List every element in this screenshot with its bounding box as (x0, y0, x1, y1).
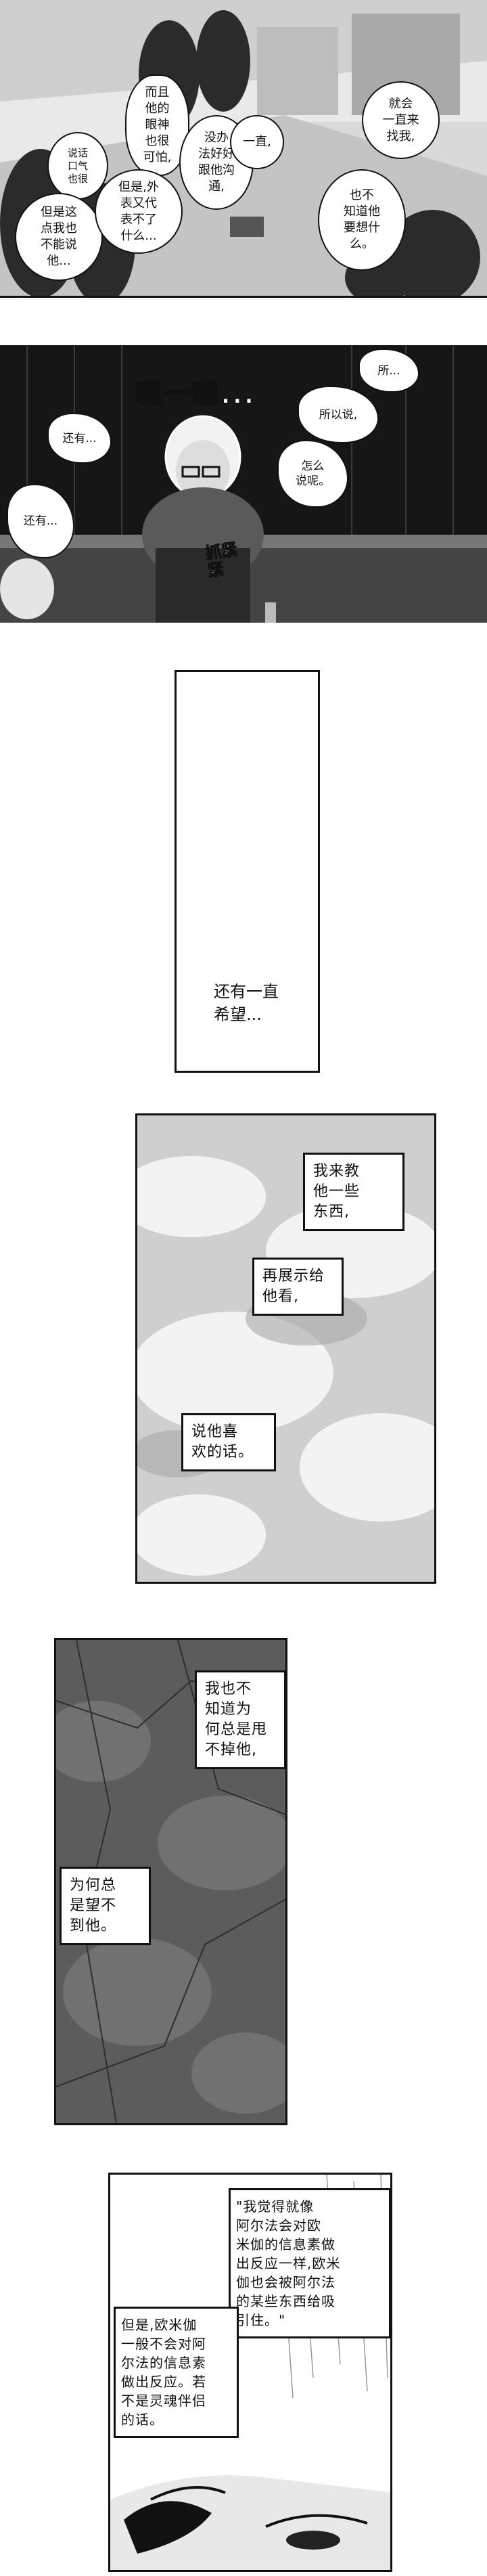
speech-bubble: 还有... (7, 484, 74, 558)
narration-box: 说他喜 欢的话。 (181, 1413, 276, 1471)
speech-bubble: 但是,外表又代表不了什么... (95, 169, 183, 254)
speech-bubble: 也不知道他要想什么。 (318, 169, 406, 271)
narration-box: 我也不 知道为 何总是甩 不掉他, (195, 1670, 285, 1769)
speech-bubble: 一直, (230, 115, 284, 169)
quote-box: "我觉得就像 阿尔法会对欧 米伽的信息素做 出反应一样,欧米 伽也会被阿尔法 的… (229, 2188, 390, 2338)
panel-quote: "我觉得就像 阿尔法会对欧 米伽的信息素做 出反应一样,欧米 伽也会被阿尔法 的… (108, 2173, 392, 2572)
speech-bubble: 说话口气也很 (47, 132, 108, 200)
panel-hope: 还有一直 希望... (175, 670, 320, 1073)
narration-box: 但是,欧米伽 一般不会对阿 尔法的信息素 做出反应。若 不是灵魂伴侣 的话。 (114, 2307, 239, 2438)
speech-bubble: 怎么说呢。 (277, 440, 348, 508)
panel-city-view: 说话口气也很 但是这点我也不能说他... 而且他的眼神也很可怕, 但是,外表又代… (0, 0, 487, 298)
narration-box: 为何总 是望不 到他。 (60, 1867, 151, 1945)
narration-box: 我来教 他一些 东西, (303, 1153, 404, 1231)
speech-bubble: 还有... (47, 413, 112, 464)
sfx-grip: 抓紧紧 (204, 539, 239, 581)
panel-character-bench: 嗯一嗯... 抓紧紧 还有... 还有... 所... 所以说, 怎么说呢。 (0, 345, 487, 623)
narration-text: 还有一直 希望... (214, 982, 279, 1024)
speech-bubble: 所... (358, 349, 419, 393)
character-scene (0, 345, 487, 623)
panel-clouds: 我来教 他一些 东西, 再展示给 他看, 说他喜 欢的话。 (135, 1113, 436, 1584)
speech-bubble: 而且他的眼神也很可怕, (125, 74, 189, 176)
speech-bubble: 就会一直来找我, (362, 81, 440, 159)
panel-texture: 我也不 知道为 何总是甩 不掉他, 为何总 是望不 到他。 (54, 1638, 287, 2125)
narration-box: 再展示给 他看, (252, 1258, 344, 1316)
sfx-hmm: 嗯一嗯... (135, 378, 256, 411)
speech-bubble: 所以说, (298, 386, 379, 443)
speech-bubble: 但是这点我也不能说他... (15, 193, 103, 281)
